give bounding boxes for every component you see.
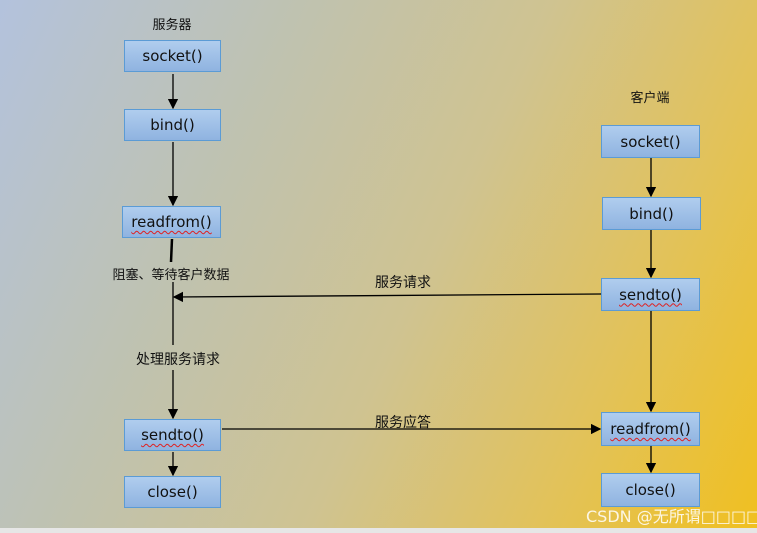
arrow-request [172,291,602,303]
response-label: 服务应答 [375,415,431,431]
label: sendto() [141,426,204,444]
label: close() [625,481,676,499]
label: socket() [620,132,681,151]
client-bind-box: bind() [602,197,701,230]
label: close() [147,483,198,501]
request-label: 服务请求 [375,275,431,291]
label: readfrom() [610,420,691,438]
client-title: 客户端 [630,91,670,106]
server-sendto-box: sendto() [124,419,221,451]
server-close-box: close() [124,476,221,508]
line-s-readfrom-block [169,238,174,263]
label: bind() [629,204,674,223]
footer-strip [0,528,757,533]
label: bind() [150,116,195,134]
server-bind-box: bind() [124,109,221,141]
server-readfrom-box: readfrom() [122,206,221,238]
client-close-box: close() [601,473,700,507]
block-note: 阻塞、等待客户数据 [112,268,230,283]
client-socket-box: socket() [601,125,700,158]
server-socket-box: socket() [124,40,221,72]
client-readfrom-box: readfrom() [601,412,700,446]
process-note: 处理服务请求 [136,352,220,368]
watermark: CSDN @无所谓□□□□ [586,507,757,526]
label: socket() [142,47,203,65]
server-title: 服务器 [152,18,192,33]
label: sendto() [619,285,682,304]
client-sendto-box: sendto() [601,278,700,311]
label: readfrom() [131,213,212,231]
